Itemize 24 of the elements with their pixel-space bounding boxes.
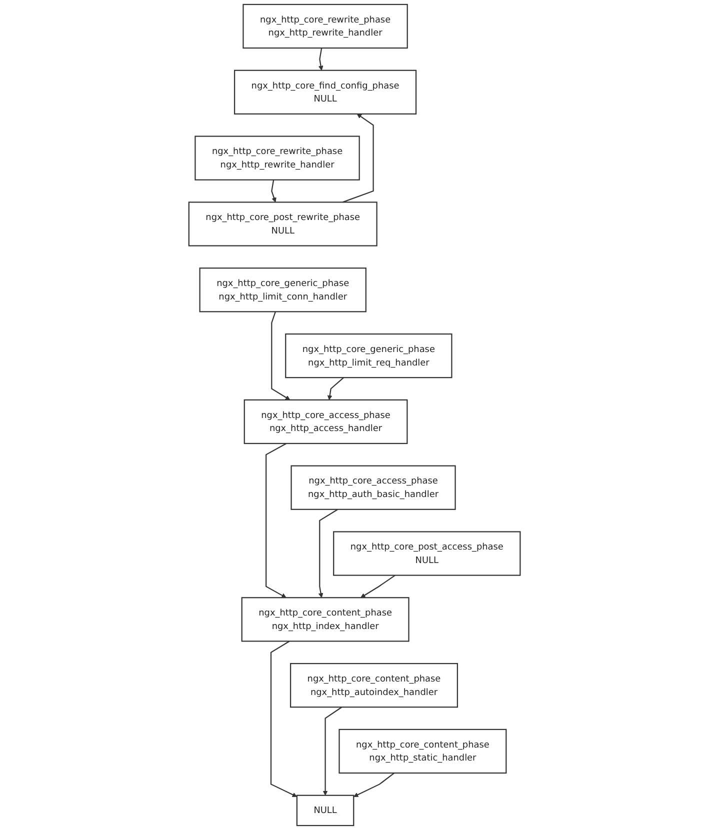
node-box: NULL — [296, 794, 354, 826]
arrow — [360, 574, 396, 598]
arrow — [327, 377, 344, 400]
node-box: ngx_http_core_content_phase ngx_http_index_handler — [241, 597, 410, 642]
arrow — [271, 180, 276, 202]
arrow — [265, 443, 287, 598]
node-box: ngx_http_core_content_phase ngx_http_autoindex_handler — [290, 663, 458, 708]
node-box: ngx_http_core_rewrite_phase ngx_http_rewrite_handler — [242, 4, 408, 49]
node-box: ngx_http_core_access_phase ngx_http_auth_basic_handler — [290, 465, 456, 510]
arrow — [270, 640, 298, 798]
node-box: ngx_http_core_generic_phase ngx_http_limit_conn_handler — [199, 268, 366, 312]
node-box: ngx_http_core_post_access_phase NULL — [333, 531, 521, 576]
node-box: ngx_http_core_find_config_phase NULL — [234, 70, 417, 114]
node-box: ngx_http_core_post_rewrite_phase NULL — [188, 202, 378, 246]
arrow — [353, 772, 394, 798]
node-box: ngx_http_core_content_phase ngx_http_static_handler — [338, 728, 507, 774]
node-box: ngx_http_core_rewrite_phase ngx_http_rewrite_handler — [194, 136, 360, 180]
node-box: ngx_http_core_generic_phase ngx_http_limit_req_handler — [285, 333, 452, 378]
arrow — [271, 312, 290, 400]
node-box: ngx_http_core_access_phase ngx_http_access_handler — [244, 399, 408, 444]
arrow — [318, 508, 338, 598]
arrow — [318, 48, 324, 71]
arrow — [342, 114, 374, 203]
arrow — [322, 706, 342, 796]
